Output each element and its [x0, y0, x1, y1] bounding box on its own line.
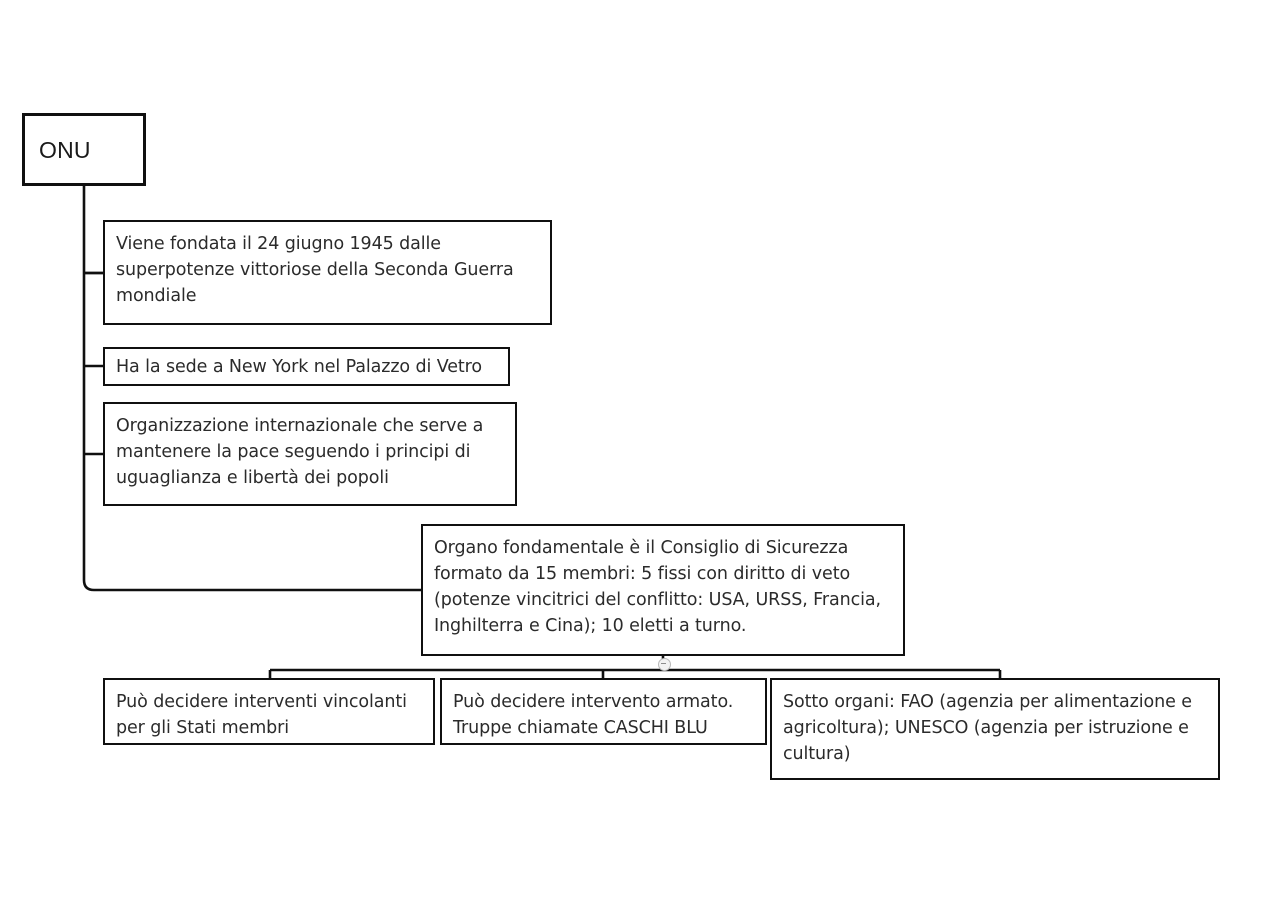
node-sotto-organi[interactable]: Sotto organi: FAO (agenzia per alimentaz…: [770, 678, 1220, 780]
node-onu[interactable]: ONU: [22, 113, 146, 186]
node-fondazione-label: Viene fondata il 24 giugno 1945 dalle su…: [116, 234, 514, 306]
node-scopo-label: Organizzazione internazionale che serve …: [116, 416, 484, 488]
node-onu-label: ONU: [39, 136, 91, 163]
node-sotto-organi-label: Sotto organi: FAO (agenzia per alimentaz…: [783, 692, 1192, 764]
node-consiglio-sicurezza[interactable]: Organo fondamentale è il Consiglio di Si…: [421, 524, 905, 656]
node-intervento-armato[interactable]: Può decidere intervento armato. Truppe c…: [440, 678, 767, 745]
node-intervento-armato-label: Può decidere intervento armato. Truppe c…: [453, 692, 734, 738]
node-interventi-vincolanti[interactable]: Può decidere interventi vincolanti per g…: [103, 678, 435, 745]
node-consiglio-sicurezza-label: Organo fondamentale è il Consiglio di Si…: [434, 538, 881, 636]
collapse-handle-icon[interactable]: [658, 658, 671, 671]
node-sede-label: Ha la sede a New York nel Palazzo di Vet…: [116, 356, 482, 377]
node-scopo[interactable]: Organizzazione internazionale che serve …: [103, 402, 517, 506]
node-interventi-vincolanti-label: Può decidere interventi vincolanti per g…: [116, 692, 407, 738]
node-sede[interactable]: Ha la sede a New York nel Palazzo di Vet…: [103, 347, 510, 386]
node-fondazione[interactable]: Viene fondata il 24 giugno 1945 dalle su…: [103, 220, 552, 325]
